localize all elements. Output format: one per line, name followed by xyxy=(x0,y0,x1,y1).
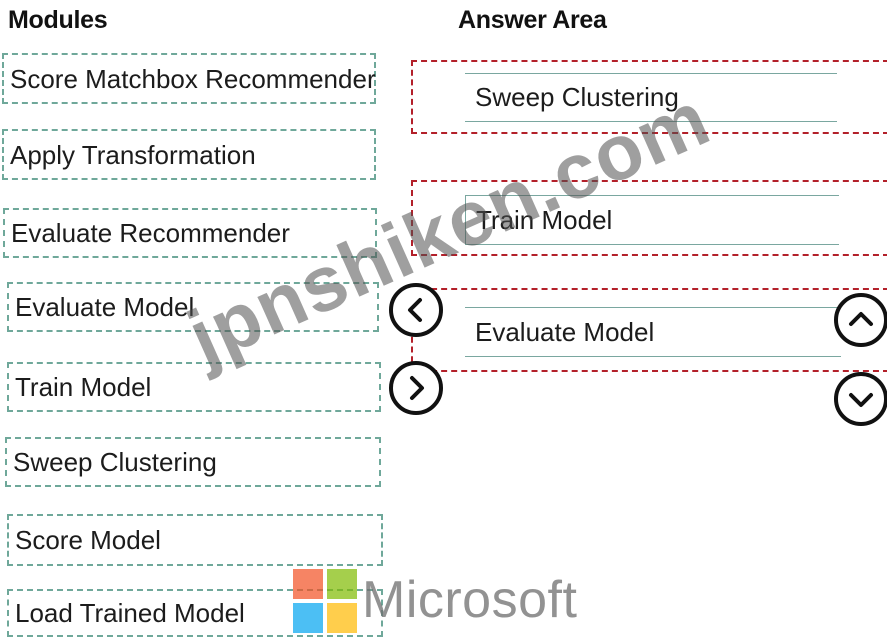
module-item-score-model[interactable]: Score Model xyxy=(7,514,383,566)
answer-slot-2[interactable] xyxy=(411,180,887,256)
module-item-sweep-clustering[interactable]: Sweep Clustering xyxy=(5,437,381,487)
chevron-left-icon xyxy=(408,298,422,322)
answer-item-evaluate-model[interactable]: Evaluate Model xyxy=(465,307,841,357)
answer-item-sweep-clustering[interactable]: Sweep Clustering xyxy=(465,73,837,122)
answer-item-train-model[interactable]: Train Model xyxy=(465,195,839,245)
move-right-button[interactable] xyxy=(389,361,443,415)
move-left-button[interactable] xyxy=(389,283,443,337)
module-item-evaluate-model[interactable]: Evaluate Model xyxy=(7,282,379,332)
module-item-train-model[interactable]: Train Model xyxy=(7,362,381,412)
move-up-button[interactable] xyxy=(834,293,887,347)
module-item-apply-transformation[interactable]: Apply Transformation xyxy=(2,129,376,180)
modules-heading: Modules xyxy=(8,6,108,34)
modules-list: Score Matchbox Recommender Apply Transfo… xyxy=(0,0,400,638)
answer-area-heading: Answer Area xyxy=(458,6,607,34)
answer-slot-1[interactable] xyxy=(411,60,887,134)
module-item-score-matchbox-recommender[interactable]: Score Matchbox Recommender xyxy=(2,53,376,104)
move-down-button[interactable] xyxy=(834,372,887,426)
chevron-down-icon xyxy=(849,393,873,407)
chevron-right-icon xyxy=(410,376,424,400)
module-item-load-trained-model[interactable]: Load Trained Model xyxy=(7,589,383,637)
chevron-up-icon xyxy=(849,312,873,326)
module-item-evaluate-recommender[interactable]: Evaluate Recommender xyxy=(3,208,377,258)
